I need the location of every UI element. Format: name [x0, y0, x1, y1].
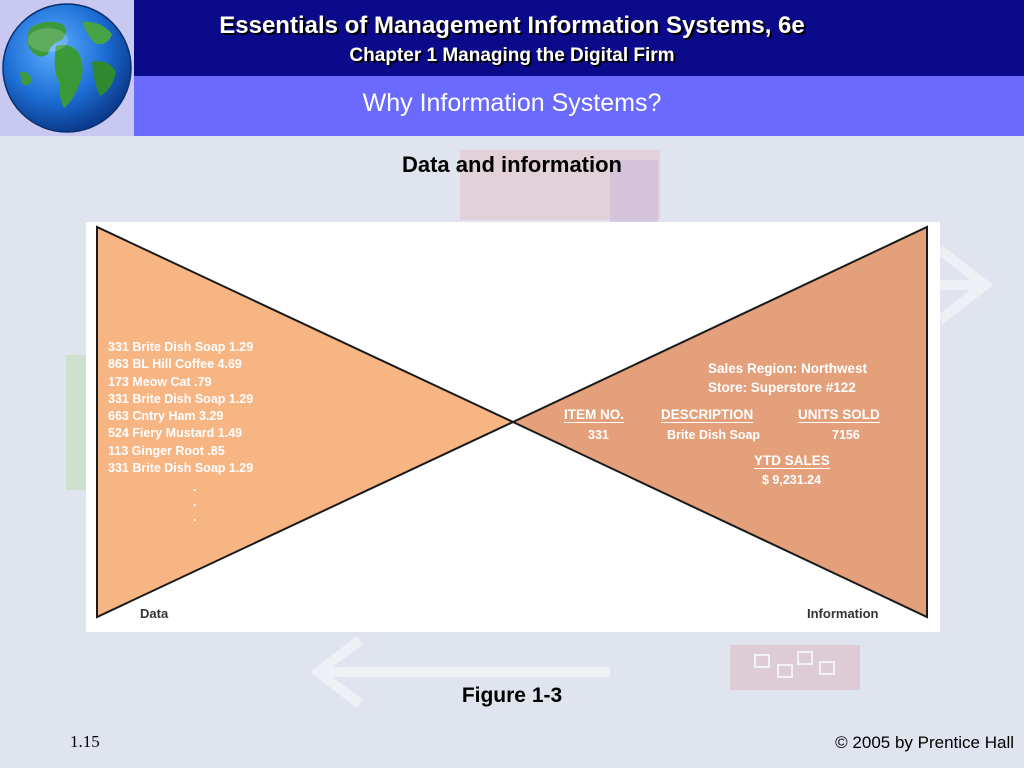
copyright: © 2005 by Prentice Hall	[835, 733, 1014, 752]
globe-icon	[2, 3, 132, 133]
data-item: 863 BL Hill Coffee 4.69	[108, 357, 242, 372]
data-item: 331 Brite Dish Soap 1.29	[108, 391, 254, 406]
val-item-no: 331	[588, 428, 609, 442]
store-name: Store: Superstore #122	[708, 380, 856, 395]
data-label: Data	[140, 606, 169, 621]
information-triangle	[510, 225, 928, 619]
globe-logo	[0, 0, 134, 136]
bowtie-diagram	[96, 225, 928, 619]
col-units-sold: UNITS SOLD	[798, 407, 880, 422]
ytd-sales-label: YTD SALES	[754, 453, 830, 468]
col-item-no: ITEM NO.	[564, 407, 624, 422]
val-units-sold: 7156	[832, 428, 860, 442]
data-ellipsis: . . .	[193, 480, 197, 524]
figure-panel: 331 Brite Dish Soap 1.29 863 BL Hill Cof…	[86, 222, 940, 632]
sales-region: Sales Region: Northwest	[708, 361, 868, 376]
ytd-sales-value: $ 9,231.24	[762, 473, 822, 487]
slide-number: 1.15	[70, 732, 100, 751]
data-item: 663 Cntry Ham 3.29	[108, 409, 224, 424]
book-title: Essentials of Management Information Sys…	[219, 12, 805, 39]
data-item: 113 Ginger Root .85	[108, 443, 225, 458]
data-item: 331 Brite Dish Soap 1.29	[108, 461, 254, 476]
slide-subtitle: Data and information	[401, 152, 622, 177]
data-item: 173 Meow Cat .79	[108, 374, 212, 389]
data-list: 331 Brite Dish Soap 1.29 863 BL Hill Cof…	[108, 339, 253, 477]
data-item: 524 Fiery Mustard 1.49	[108, 426, 243, 441]
val-description: Brite Dish Soap	[667, 428, 761, 442]
data-triangle	[96, 225, 516, 619]
header-title-band	[0, 76, 1024, 136]
slide-title: Why Information Systems?	[362, 89, 662, 117]
figure-caption: Figure 1-3	[461, 684, 563, 707]
header-bar	[0, 0, 1024, 76]
col-description: DESCRIPTION	[661, 407, 754, 422]
chapter-title: Chapter 1 Managing the Digital Firm	[349, 45, 675, 66]
data-item: 331 Brite Dish Soap 1.29	[108, 340, 254, 354]
information-label: Information	[807, 606, 879, 621]
